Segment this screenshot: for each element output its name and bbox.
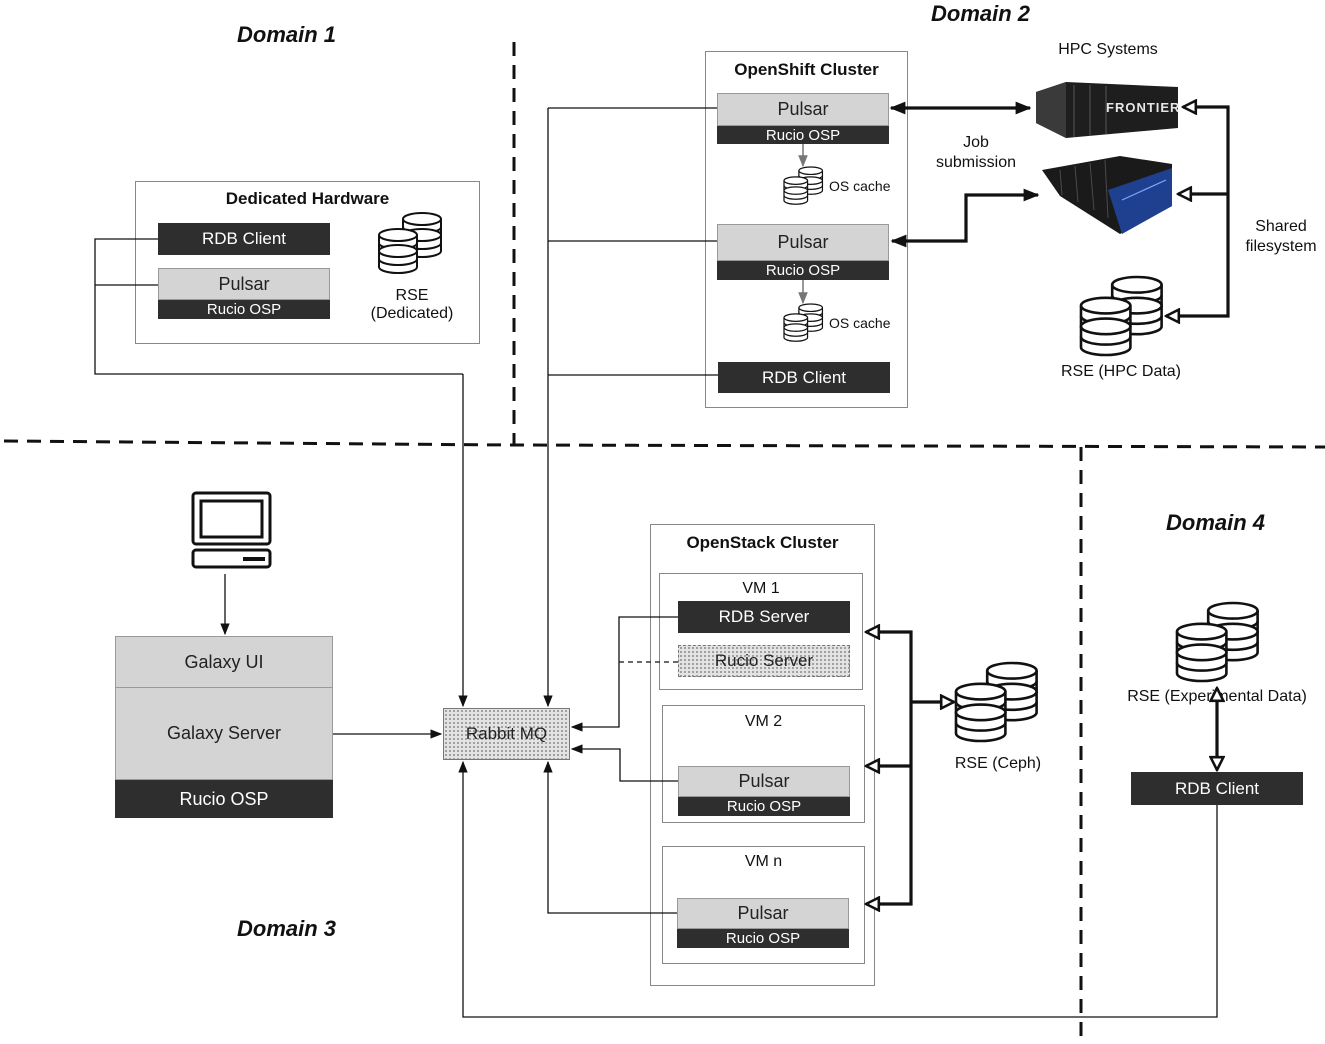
openstack-cluster-title: OpenStack Cluster — [686, 533, 839, 552]
rucio-server-box: Rucio Server — [678, 645, 850, 677]
os-cache-1-database-icon — [783, 166, 824, 205]
domain-4-label: Domain 4 — [1166, 510, 1266, 535]
domain-separators — [3, 42, 1325, 1044]
vm2-pulsar: Pulsar — [678, 766, 850, 797]
dedicated-rse-line1: RSE — [395, 287, 429, 304]
os-cache-2-database-icon — [783, 303, 824, 342]
domain-3-label: Domain 3 — [237, 916, 337, 941]
domain4-rdb-client: RDB Client — [1131, 772, 1303, 805]
openshift-pulsar-1: Pulsar — [717, 93, 889, 126]
domain-1-label: Domain 1 — [237, 22, 337, 47]
hpc-systems-title: HPC Systems — [1058, 41, 1158, 58]
dedicated-rse-label: RSE (Dedicated) — [352, 287, 472, 323]
ceph-arrows — [866, 632, 954, 904]
rdb-server-box: RDB Server — [678, 601, 850, 633]
vmn-rucio-osp: Rucio OSP — [677, 929, 849, 948]
vm2-rucio-osp: Rucio OSP — [678, 797, 850, 816]
job-submission-line2: submission — [935, 154, 1017, 171]
rse-hpc-database-icon — [1079, 275, 1163, 357]
dedicated-rucio-osp: Rucio OSP — [158, 300, 330, 319]
rse-ceph-label: RSE (Ceph) — [954, 755, 1042, 772]
galaxy-server-box: Galaxy Server — [115, 688, 333, 780]
openshift-pulsar-2: Pulsar — [717, 224, 889, 261]
job-submission-line1: Job — [963, 134, 989, 151]
vmn-label: VM n — [744, 853, 783, 870]
shared-filesystem-line2: filesystem — [1245, 238, 1317, 255]
vmn-pulsar: Pulsar — [677, 898, 849, 929]
dedicated-rse-database-icon — [378, 212, 442, 274]
rse-experimental-database-icon — [1175, 601, 1259, 683]
dedicated-rse-line2: (Dedicated) — [370, 305, 454, 322]
openshift-cache-1-label: OS cache — [829, 178, 891, 194]
dedicated-pulsar: Pulsar — [158, 268, 330, 300]
message-lines — [94, 107, 1218, 1018]
cluster-supercomputer-icon — [1042, 156, 1172, 234]
openshift-cluster-title: OpenShift Cluster — [734, 60, 879, 79]
shared-filesystem-arrows — [1166, 107, 1230, 316]
shared-filesystem-line1: Shared — [1255, 218, 1307, 235]
frontier-supercomputer-icon: FRONTIER — [1036, 82, 1180, 138]
vm1-label: VM 1 — [742, 580, 780, 597]
rse-ceph-database-icon — [954, 661, 1038, 743]
svg-text:FRONTIER: FRONTIER — [1106, 100, 1180, 115]
rabbit-mq-box: Rabbit MQ — [443, 708, 570, 760]
openshift-rucio-osp-1: Rucio OSP — [717, 126, 889, 144]
rse-hpc-data-label: RSE (HPC Data) — [1060, 363, 1182, 380]
job-submission-label: Job submission — [916, 133, 1036, 173]
dedicated-hardware-title: Dedicated Hardware — [225, 189, 390, 208]
computer-monitor-icon — [191, 491, 272, 569]
domain-2-label: Domain 2 — [931, 1, 1031, 26]
job-submission-arrows — [889, 101, 1040, 248]
galaxy-rucio-osp-box: Rucio OSP — [115, 780, 333, 818]
galaxy-ui-box: Galaxy UI — [115, 636, 333, 688]
dedicated-rdb-client: RDB Client — [158, 223, 330, 255]
openshift-rdb-client: RDB Client — [718, 362, 890, 393]
vm2-label: VM 2 — [744, 713, 783, 730]
openshift-rucio-osp-2: Rucio OSP — [717, 261, 889, 280]
openshift-cache-2-label: OS cache — [829, 315, 891, 331]
shared-filesystem-label: Shared filesystem — [1236, 217, 1325, 257]
